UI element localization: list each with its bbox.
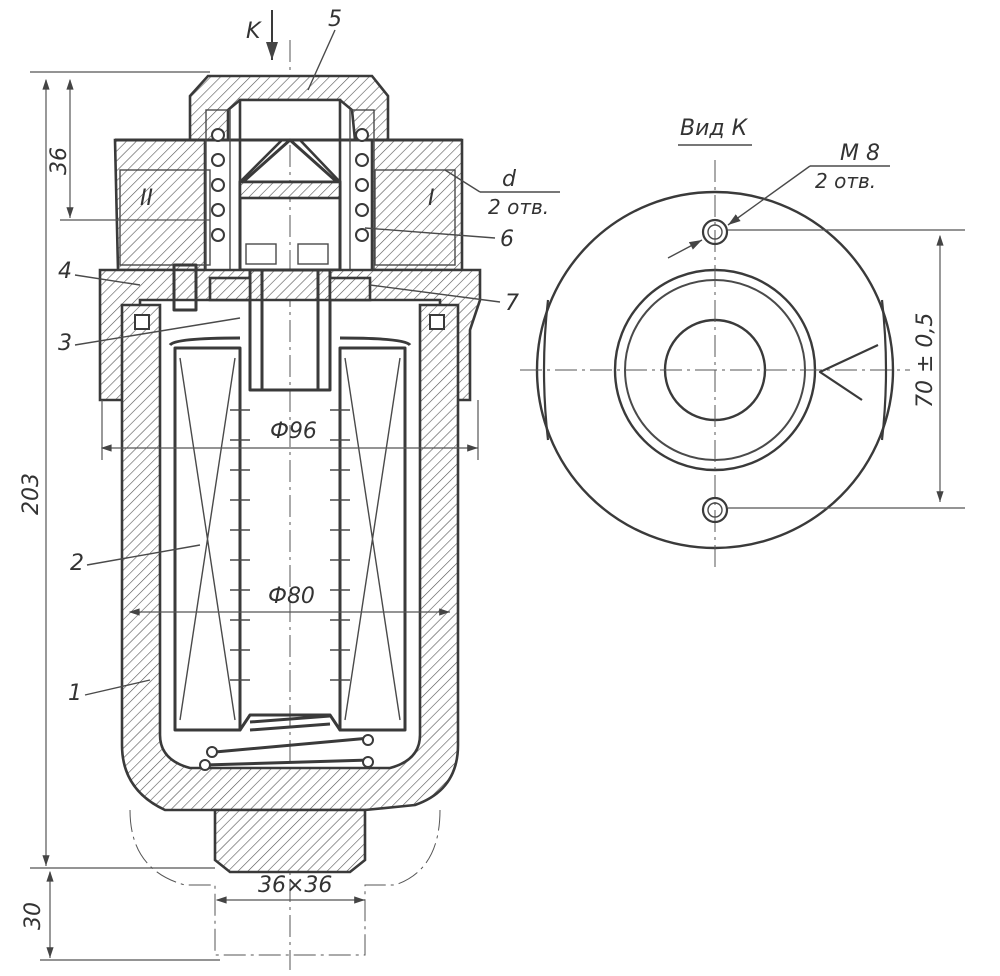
port-II-label: II [140, 186, 153, 211]
section-view: 203 30 36 Ф96 Ф80 36×36 K 5 4 3 2 1 6 [19, 7, 560, 970]
view-k-title: Вид К [680, 116, 749, 141]
seal-7-left [208, 276, 252, 302]
dim-hex: 36×36 [258, 873, 332, 898]
part-4-label: 4 [58, 259, 72, 284]
part-2-label: 2 [70, 551, 84, 576]
housing-bottom [213, 808, 367, 874]
phantom-envelope [129, 809, 441, 956]
spring-6-right [355, 128, 369, 242]
dim-total-height: 203 [19, 473, 44, 515]
head-body-right [370, 138, 464, 272]
m8-hole-top [701, 218, 729, 246]
thread-note-count: 2 отв. [815, 169, 876, 193]
port-I-cavity [374, 169, 456, 266]
port-I-label: I [428, 186, 435, 211]
m8-hole-bottom [701, 496, 729, 524]
valve-cap [238, 180, 342, 200]
dim-top-height: 36 [47, 147, 72, 175]
dim-inner-dia: Ф80 [268, 584, 315, 609]
bottom-spring [199, 714, 374, 771]
head-body [113, 138, 207, 272]
part-7-label: 7 [505, 291, 519, 316]
o-ring-left [134, 314, 150, 330]
port-II-cavity [119, 169, 211, 266]
part-3-label: 3 [58, 331, 72, 356]
view-k: Вид К М 8 2 отв. 70 ± 0,5 [520, 116, 965, 570]
o-ring-right [429, 314, 445, 330]
housing-1 [120, 303, 460, 812]
dim-outer-dia: Ф96 [270, 419, 317, 444]
spring-6-left [211, 128, 225, 242]
filter-bottom-cap [175, 713, 405, 732]
part-5-label: 5 [328, 7, 342, 32]
seal-7-right [328, 276, 372, 302]
port-note-count: 2 отв. [488, 195, 549, 219]
thread-note: М 8 [840, 141, 880, 166]
dim-bottom-height: 30 [21, 902, 46, 930]
filter-top-cap [168, 336, 412, 347]
bypass-plug [172, 263, 198, 312]
dim-hole-spacing: 70 ± 0,5 [913, 313, 938, 408]
part-1-label: 1 [68, 681, 82, 706]
section-arrow-label: K [246, 19, 262, 44]
filter-cells [230, 409, 350, 681]
port-note-symbol: d [502, 167, 517, 192]
part-6-label: 6 [500, 227, 514, 252]
central-tube [248, 268, 332, 392]
